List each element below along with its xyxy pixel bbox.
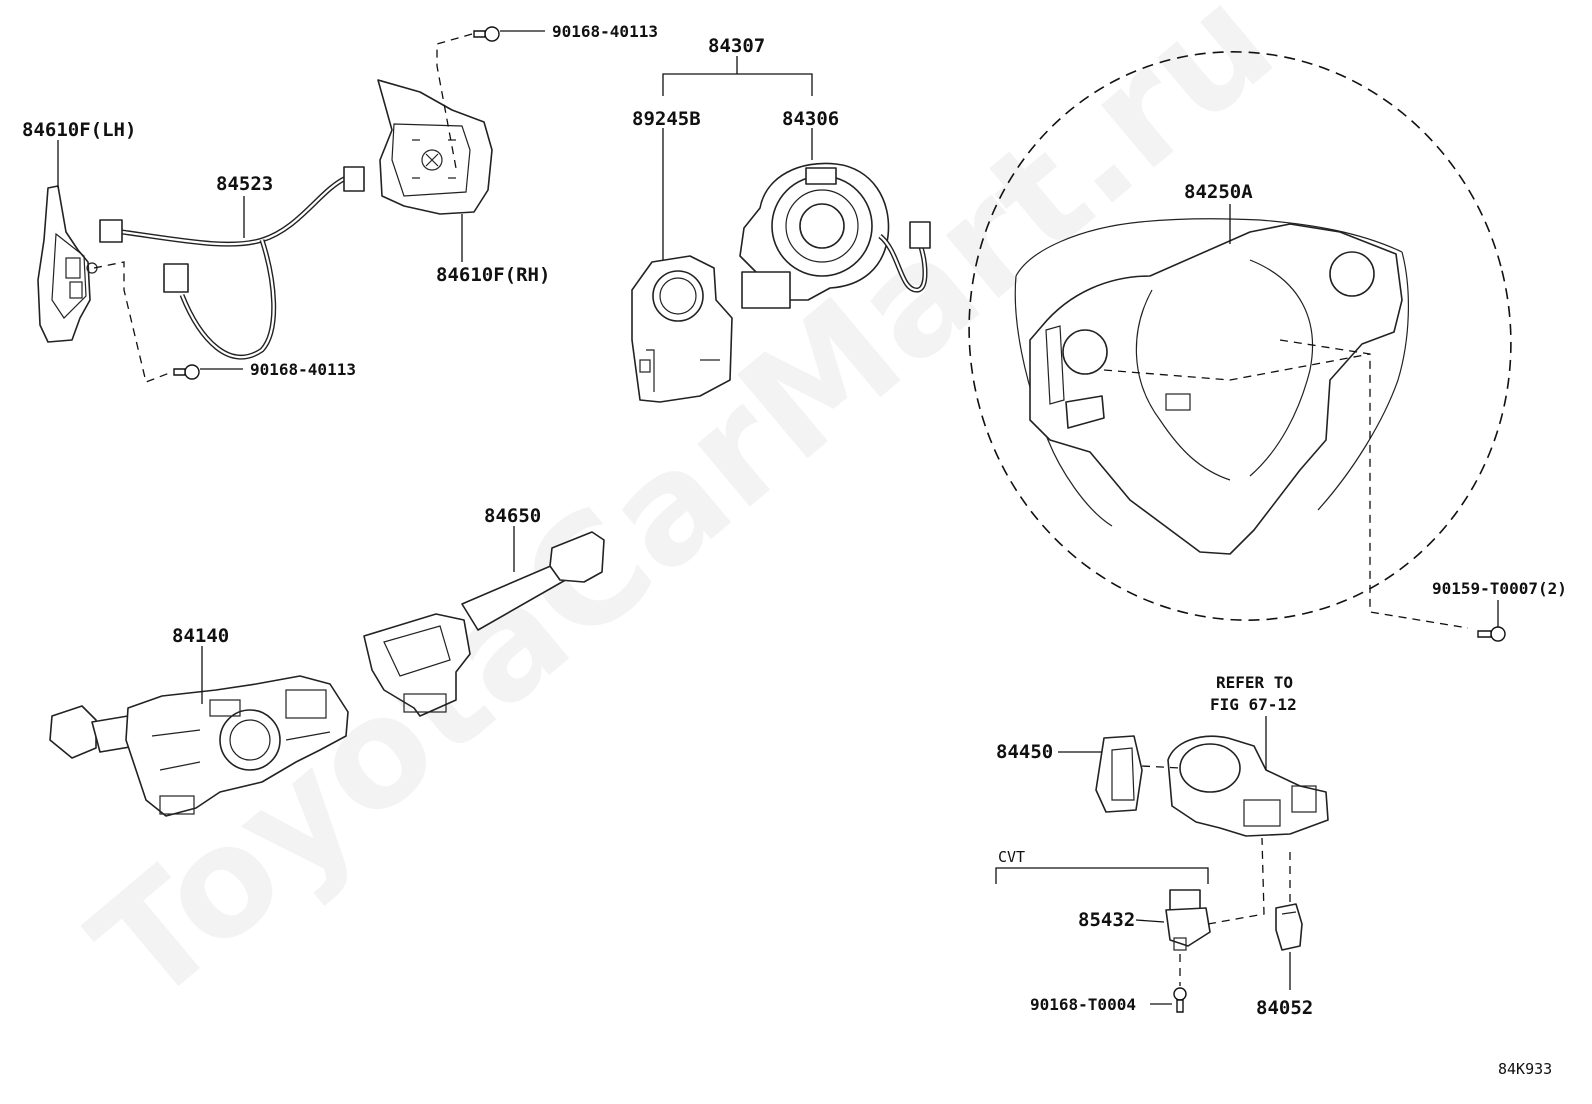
lh-pad-switch-part[interactable] (37, 185, 98, 343)
rh-pad-switch-part[interactable] (377, 79, 493, 215)
assembly-line (1141, 765, 1181, 769)
label-screw-bottom: 90168-40113 (250, 360, 356, 379)
watermark: ToyotaCarMart.ru (61, 0, 1305, 1038)
assembly-line (93, 261, 173, 383)
label-90168-t0004: 90168-T0004 (1030, 995, 1136, 1014)
label-89245b: 89245B (632, 108, 701, 130)
label-85432: 85432 (1078, 909, 1135, 931)
leader-line (1135, 919, 1165, 923)
cvt-screw-part[interactable] (1173, 987, 1187, 1013)
label-84523: 84523 (216, 173, 273, 195)
wire-harness-part[interactable] (99, 166, 365, 360)
bracket-84307 (662, 56, 813, 96)
wheel-screw-part[interactable] (1477, 626, 1506, 642)
assembly-line (1279, 339, 1469, 629)
assembly-line (436, 33, 473, 169)
label-cvt: CVT (998, 848, 1025, 866)
wiper-switch-part[interactable] (363, 531, 605, 717)
label-84250a: 84250A (1184, 181, 1253, 203)
label-screw-top: 90168-40113 (552, 22, 658, 41)
ignition-housing-part[interactable] (1167, 735, 1329, 837)
assembly-line (1103, 353, 1371, 381)
label-fig-67-12: FIG 67-12 (1210, 695, 1297, 714)
figure-code: 84K933 (1498, 1060, 1552, 1078)
assembly-line (1207, 837, 1265, 925)
bracket-cvt (995, 867, 1209, 884)
lock-part-84450[interactable] (1095, 735, 1143, 813)
label-84610f-rh: 84610F(RH) (436, 264, 550, 286)
label-84307: 84307 (708, 35, 765, 57)
screw-bottom-part[interactable] (173, 364, 200, 380)
spiral-cable-part[interactable] (739, 162, 931, 309)
label-84140: 84140 (172, 625, 229, 647)
screw-top-part[interactable] (473, 26, 500, 42)
label-90159-t0007: 90159-T0007(2) (1432, 579, 1567, 598)
label-84306: 84306 (782, 108, 839, 130)
combination-switch-part[interactable] (49, 675, 349, 817)
steering-sensor-part[interactable] (631, 255, 733, 403)
label-84610f-lh: 84610F(LH) (22, 119, 136, 141)
label-84052: 84052 (1256, 997, 1313, 1019)
key-switch-part[interactable] (1275, 903, 1303, 951)
cvt-switch-part[interactable] (1165, 889, 1211, 951)
label-84650: 84650 (484, 505, 541, 527)
steering-wheel-part[interactable] (909, 0, 1571, 678)
label-refer-to: REFER TO (1216, 673, 1293, 692)
label-84450: 84450 (996, 741, 1053, 763)
